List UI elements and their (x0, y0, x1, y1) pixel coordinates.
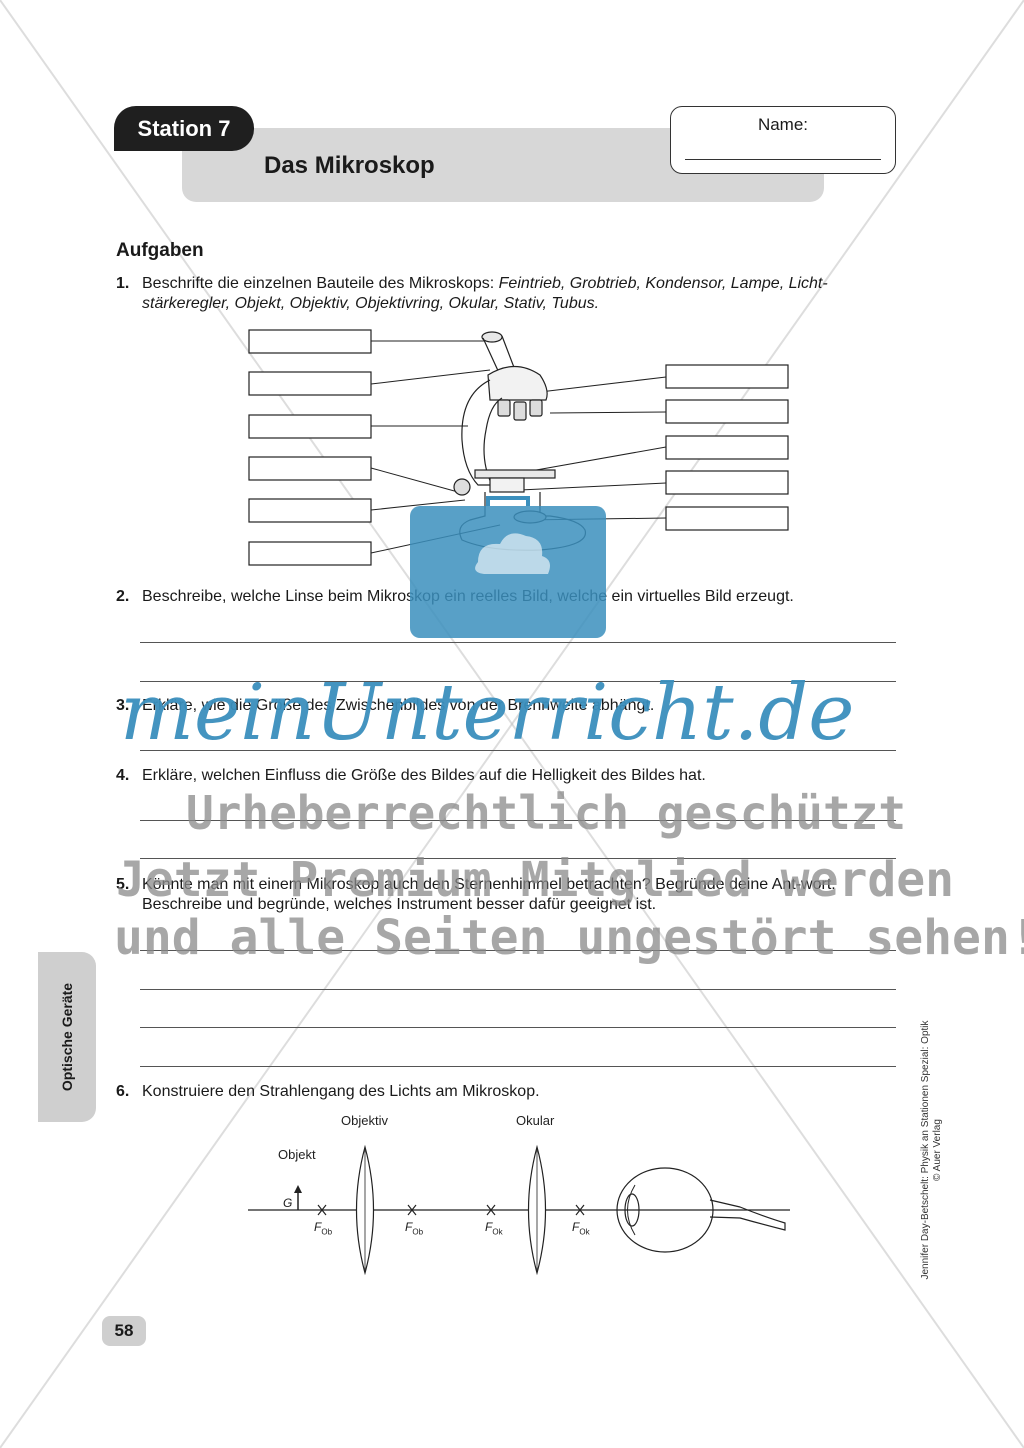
watermark-line-1: Urheberrechtlich geschützt (186, 786, 907, 840)
task-1: 1. Beschrifte die einzelnen Bauteile des… (116, 274, 896, 314)
page-title: Das Mikroskop (264, 152, 435, 179)
watermark-line-3: und alle Seiten ungestört sehen! (114, 910, 1024, 966)
answer-line[interactable] (140, 750, 896, 751)
eye-drawing (616, 1167, 786, 1253)
task-number: 4. (116, 767, 130, 784)
task-text: Konstruiere den Strahlengang des Lichts … (142, 1083, 540, 1100)
answer-line[interactable] (140, 950, 896, 951)
task-4: 4. Erkläre, welchen Einfluss die Größe d… (116, 766, 896, 786)
section-title: Aufgaben (116, 240, 204, 261)
name-label: Name: (757, 115, 809, 134)
label-box (248, 456, 372, 481)
task-5: 5. Könnte man mit einem Mikroskop auch d… (116, 875, 896, 915)
answer-line[interactable] (140, 1066, 896, 1067)
focal-label: FOk (485, 1220, 503, 1237)
side-tab-label: Optische Geräte (59, 982, 75, 1092)
label-box (248, 329, 372, 354)
task-text: Könnte man mit einem Mikroskop auch den … (142, 876, 836, 913)
label-box (665, 364, 789, 389)
objekt-label: Objekt (278, 1147, 316, 1162)
label-box (248, 371, 372, 396)
label-box (248, 498, 372, 523)
label-box (665, 506, 789, 531)
optics-diagram (248, 1144, 790, 1276)
label-box (665, 435, 789, 460)
answer-line[interactable] (140, 858, 896, 859)
task-text: Erkläre, wie die Größe des Zwischenbilde… (142, 697, 655, 714)
microscope-diagram (248, 329, 789, 566)
task-number: 6. (116, 1083, 130, 1100)
label-box (248, 541, 372, 566)
credit-line-1: Jennifer Day-Betschelt: Physik an Statio… (920, 1020, 931, 1280)
g-label: G (283, 1196, 293, 1210)
task-3: 3. Erkläre, wie die Größe des Zwischenbi… (116, 696, 896, 716)
station-tab: Station 7 (114, 106, 254, 151)
focal-label: FOb (314, 1220, 333, 1237)
task-number: 2. (116, 588, 130, 605)
objektiv-label: Objektiv (341, 1113, 388, 1128)
page-number: 58 (102, 1316, 146, 1346)
task-number: 5. (116, 876, 130, 893)
answer-line[interactable] (140, 820, 896, 821)
credit: Jennifer Day-Betschelt: Physik an Statio… (920, 1010, 943, 1290)
okular-label: Okular (516, 1113, 555, 1128)
name-line (685, 159, 881, 160)
task-text: Beschrifte die einzelnen Bauteile des Mi… (142, 275, 499, 292)
task-text: Beschreibe, welche Linse beim Mikroskop … (142, 588, 794, 605)
credit-line-2: © Auer Verlag (932, 1119, 943, 1181)
side-tab: Optische Geräte (38, 952, 96, 1122)
label-box (665, 470, 789, 495)
answer-line[interactable] (140, 681, 896, 682)
label-box (665, 399, 789, 424)
answer-line[interactable] (140, 989, 896, 990)
focal-label: FOk (572, 1220, 590, 1237)
task-parts-list: Feintrieb, Grobtrieb, Kondensor, Lampe, … (142, 275, 828, 312)
task-number: 3. (116, 697, 130, 714)
task-number: 1. (116, 275, 130, 292)
answer-line[interactable] (140, 1027, 896, 1028)
answer-line[interactable] (140, 642, 896, 643)
name-box[interactable]: Name: (670, 106, 896, 174)
task-2: 2. Beschreibe, welche Linse beim Mikrosk… (116, 587, 896, 607)
task-6: 6. Konstruiere den Strahlengang des Lich… (116, 1082, 896, 1102)
focal-label: FOb (405, 1220, 424, 1237)
label-box (248, 414, 372, 439)
task-text: Erkläre, welchen Einfluss die Größe des … (142, 767, 706, 784)
